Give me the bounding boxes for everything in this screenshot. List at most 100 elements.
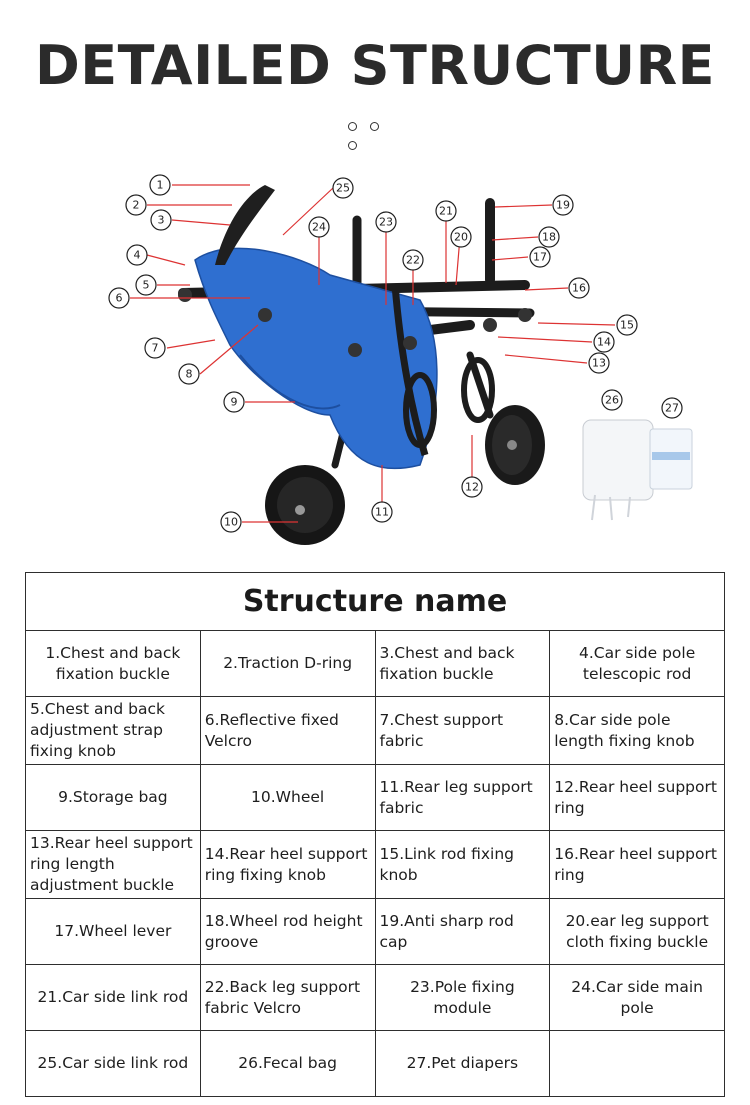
table-cell: 18.Wheel rod height groove bbox=[199, 898, 376, 965]
callout-17: 17 bbox=[529, 246, 551, 268]
table-cell: 5.Chest and back adjustment strap fixing… bbox=[25, 696, 201, 765]
svg-text:26: 26 bbox=[605, 394, 619, 407]
callout-12: 12 bbox=[461, 476, 483, 498]
svg-text:6: 6 bbox=[116, 292, 123, 305]
table-cell: 10.Wheel bbox=[199, 764, 376, 831]
callout-27: 27 bbox=[661, 397, 683, 419]
table-cell: 24.Car side main pole bbox=[549, 964, 725, 1031]
svg-text:25: 25 bbox=[336, 182, 350, 195]
table-cell: 6.Reflective fixed Velcro bbox=[199, 696, 376, 765]
callout-2: 2 bbox=[125, 194, 147, 216]
support-fabric bbox=[194, 247, 438, 470]
table-cell: 26.Fecal bag bbox=[199, 1030, 376, 1097]
callout-24: 24 bbox=[308, 216, 330, 238]
table-row: 13.Rear heel support ring length adjustm… bbox=[25, 830, 725, 899]
structure-name-table: Structure name 1.Chest and back fixation… bbox=[25, 572, 725, 1097]
table-title: Structure name bbox=[25, 572, 725, 631]
table-cell: 15.Link rod fixing knob bbox=[374, 830, 551, 899]
callout-8: 8 bbox=[178, 363, 200, 385]
callout-16: 16 bbox=[568, 277, 590, 299]
svg-text:12: 12 bbox=[465, 481, 479, 494]
callout-18: 18 bbox=[538, 226, 560, 248]
svg-text:27: 27 bbox=[665, 402, 679, 415]
table-row: 1.Chest and back fixation buckle 2.Tract… bbox=[25, 630, 725, 697]
svg-text:10: 10 bbox=[224, 516, 238, 529]
svg-text:14: 14 bbox=[597, 336, 611, 349]
table-cell: 27.Pet diapers bbox=[374, 1030, 551, 1097]
callout-26: 26 bbox=[601, 389, 623, 411]
svg-text:9: 9 bbox=[231, 396, 238, 409]
heel-ring-left bbox=[403, 372, 437, 448]
svg-text:4: 4 bbox=[134, 249, 141, 262]
table-cell: 1.Chest and back fixation buckle bbox=[25, 630, 201, 697]
table-row: 17.Wheel lever 18.Wheel rod height groov… bbox=[25, 898, 725, 965]
callout-23: 23 bbox=[375, 211, 397, 233]
fecal-bag bbox=[582, 419, 654, 521]
callout-20: 20 bbox=[450, 226, 472, 248]
table-cell: 9.Storage bag bbox=[25, 764, 201, 831]
table-cell: 22.Back leg support fabric Velcro bbox=[199, 964, 376, 1031]
table-cell: 25.Car side link rod bbox=[25, 1030, 201, 1097]
callout-13: 13 bbox=[588, 352, 610, 374]
callout-markers: 1 2 3 4 5 6 7 8 9 10 11 12 13 14 15 16 1… bbox=[108, 174, 683, 533]
svg-text:15: 15 bbox=[620, 319, 634, 332]
table-cell: 16.Rear heel support ring bbox=[549, 830, 725, 899]
callout-14: 14 bbox=[593, 331, 615, 353]
callout-10: 10 bbox=[220, 511, 242, 533]
table-cell: 4.Car side pole telescopic rod bbox=[549, 630, 725, 697]
table-row: 5.Chest and back adjustment strap fixing… bbox=[25, 696, 725, 765]
svg-text:13: 13 bbox=[592, 357, 606, 370]
svg-text:22: 22 bbox=[406, 254, 420, 267]
callout-4: 4 bbox=[126, 244, 148, 266]
svg-text:23: 23 bbox=[379, 216, 393, 229]
callout-6: 6 bbox=[108, 287, 130, 309]
svg-text:1: 1 bbox=[157, 179, 164, 192]
svg-text:19: 19 bbox=[556, 199, 570, 212]
svg-text:7: 7 bbox=[152, 342, 159, 355]
svg-text:11: 11 bbox=[375, 506, 389, 519]
table-cell: 20.ear leg support cloth fixing buckle bbox=[549, 898, 725, 965]
table-cell: 12.Rear heel support ring bbox=[549, 764, 725, 831]
callout-5: 5 bbox=[135, 274, 157, 296]
callout-3: 3 bbox=[150, 209, 172, 231]
svg-text:8: 8 bbox=[186, 368, 193, 381]
svg-text:3: 3 bbox=[158, 214, 165, 227]
svg-text:17: 17 bbox=[533, 251, 547, 264]
callout-22: 22 bbox=[402, 249, 424, 271]
table-cell: 11.Rear leg support fabric bbox=[374, 764, 551, 831]
table-cell: 7.Chest support fabric bbox=[374, 696, 551, 765]
table-cell bbox=[549, 1030, 725, 1097]
pet-diaper bbox=[649, 428, 693, 490]
callout-15: 15 bbox=[616, 314, 638, 336]
callout-1: 1 bbox=[149, 174, 171, 196]
rear-wheel-right bbox=[485, 405, 545, 485]
front-wheel bbox=[265, 465, 345, 545]
heel-ring-right bbox=[461, 357, 495, 423]
table-cell: 23.Pole fixing module bbox=[374, 964, 551, 1031]
table-cell: 3.Chest and back fixation buckle bbox=[374, 630, 551, 697]
table-row: 21.Car side link rod 22.Back leg support… bbox=[25, 964, 725, 1031]
svg-text:5: 5 bbox=[143, 279, 150, 292]
page-headline: DETAILED STRUCTURE bbox=[34, 34, 716, 97]
svg-text:2: 2 bbox=[133, 199, 140, 212]
table-cell: 19.Anti sharp rod cap bbox=[374, 898, 551, 965]
svg-text:18: 18 bbox=[542, 231, 556, 244]
svg-text:24: 24 bbox=[312, 221, 326, 234]
callout-11: 11 bbox=[371, 501, 393, 523]
leader-lines bbox=[130, 184, 616, 523]
callout-9: 9 bbox=[223, 391, 245, 413]
table-cell: 2.Traction D-ring bbox=[199, 630, 376, 697]
svg-text:20: 20 bbox=[454, 231, 468, 244]
table-cell: 13.Rear heel support ring length adjustm… bbox=[25, 830, 201, 899]
callout-25: 25 bbox=[332, 177, 354, 199]
decorative-dots bbox=[348, 116, 408, 150]
shoulder-strap bbox=[215, 185, 275, 265]
table-cell: 8.Car side pole length fixing knob bbox=[549, 696, 725, 765]
wheelchair-illustration: 1 2 3 4 5 6 7 8 9 10 11 12 13 14 15 16 1… bbox=[108, 174, 693, 545]
table-row: 9.Storage bag 10.Wheel 11.Rear leg suppo… bbox=[25, 764, 725, 831]
table-cell: 21.Car side link rod bbox=[25, 964, 201, 1031]
svg-text:16: 16 bbox=[572, 282, 586, 295]
table-cell: 17.Wheel lever bbox=[25, 898, 201, 965]
svg-text:21: 21 bbox=[439, 205, 453, 218]
callout-7: 7 bbox=[144, 337, 166, 359]
